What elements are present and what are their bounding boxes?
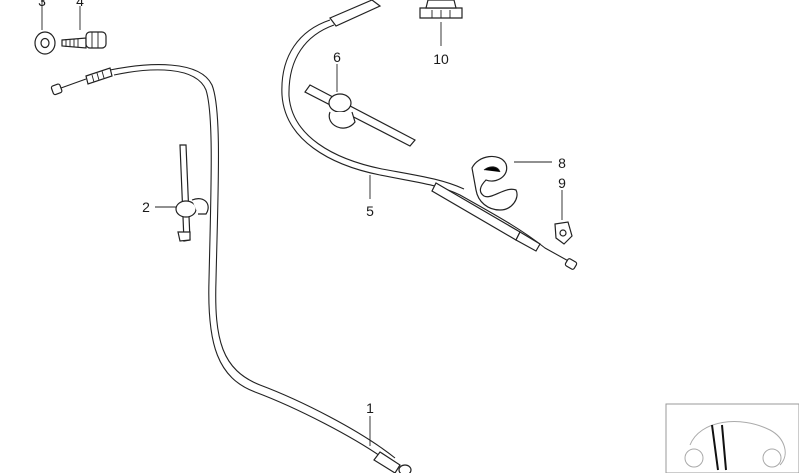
part-9-small-clip[interactable]: [554, 221, 573, 245]
callout-6: 6: [333, 49, 341, 65]
callout-10: 10: [433, 51, 449, 67]
part-4-adjusting-screw[interactable]: [61, 31, 107, 49]
callout-leaders: [41, 0, 563, 446]
callout-4: 4: [76, 0, 84, 9]
callout-1: 1: [366, 400, 374, 416]
part-3-nut[interactable]: [34, 31, 56, 55]
part-2-cable-clamp[interactable]: [175, 144, 209, 242]
part-1-cable[interactable]: [50, 64, 412, 473]
vehicle-locator-thumbnail[interactable]: [665, 403, 799, 473]
part-8-double-clip[interactable]: [471, 155, 518, 211]
callout-9: 9: [558, 175, 566, 191]
part-5-cable[interactable]: [281, 0, 578, 270]
callout-8: 8: [558, 155, 566, 171]
callout-2: 2: [142, 199, 150, 215]
callout-3: 3: [38, 0, 46, 9]
part-10-holder[interactable]: [419, 0, 463, 19]
part-6-cable-tie[interactable]: [304, 84, 416, 147]
callout-5: 5: [366, 203, 374, 219]
